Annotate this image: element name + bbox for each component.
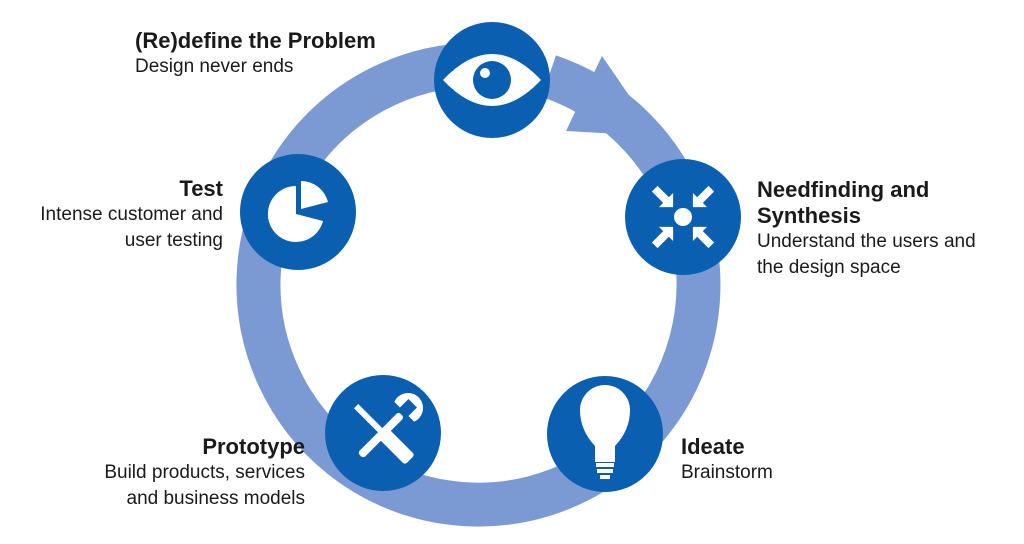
step-desc-needfinding-line2: the design space <box>757 257 901 278</box>
step-desc-prototype-line1: Build products, services <box>104 462 305 483</box>
step-title-needfinding-line2: Synthesis <box>757 203 861 228</box>
node-test <box>240 154 356 270</box>
label-redefine: (Re)define the Problem Design never ends <box>135 28 376 80</box>
step-title-test: Test <box>179 176 223 201</box>
lightbulb-icon <box>580 385 630 479</box>
pie-chart-icon <box>267 181 328 242</box>
step-title-prototype: Prototype <box>202 434 305 459</box>
label-ideate: Ideate Brainstorm <box>681 434 773 486</box>
eye-icon <box>443 54 541 106</box>
converge-arrows-icon <box>651 185 715 249</box>
step-desc-test-line1: Intense customer and <box>40 204 223 225</box>
step-desc-needfinding-line1: Understand the users and <box>757 231 976 252</box>
node-needfinding <box>625 159 741 275</box>
step-title-ideate: Ideate <box>681 434 745 459</box>
node-ideate <box>547 376 663 492</box>
tools-icon <box>354 393 423 464</box>
node-prototype <box>325 375 441 491</box>
cycle-arrowhead <box>566 56 657 136</box>
node-redefine <box>434 22 550 138</box>
step-title-needfinding-line1: Needfinding and <box>757 177 930 202</box>
step-desc-test-line2: user testing <box>124 230 223 251</box>
label-needfinding: Needfinding and Synthesis Understand the… <box>757 177 976 281</box>
step-desc-redefine: Design never ends <box>135 56 294 77</box>
step-title-redefine: (Re)define the Problem <box>135 28 376 53</box>
label-test: Test Intense customer and user testing <box>40 176 223 254</box>
step-desc-prototype-line2: and business models <box>126 488 306 509</box>
step-desc-ideate: Brainstorm <box>681 462 773 483</box>
label-prototype: Prototype Build products, services and b… <box>104 434 305 512</box>
